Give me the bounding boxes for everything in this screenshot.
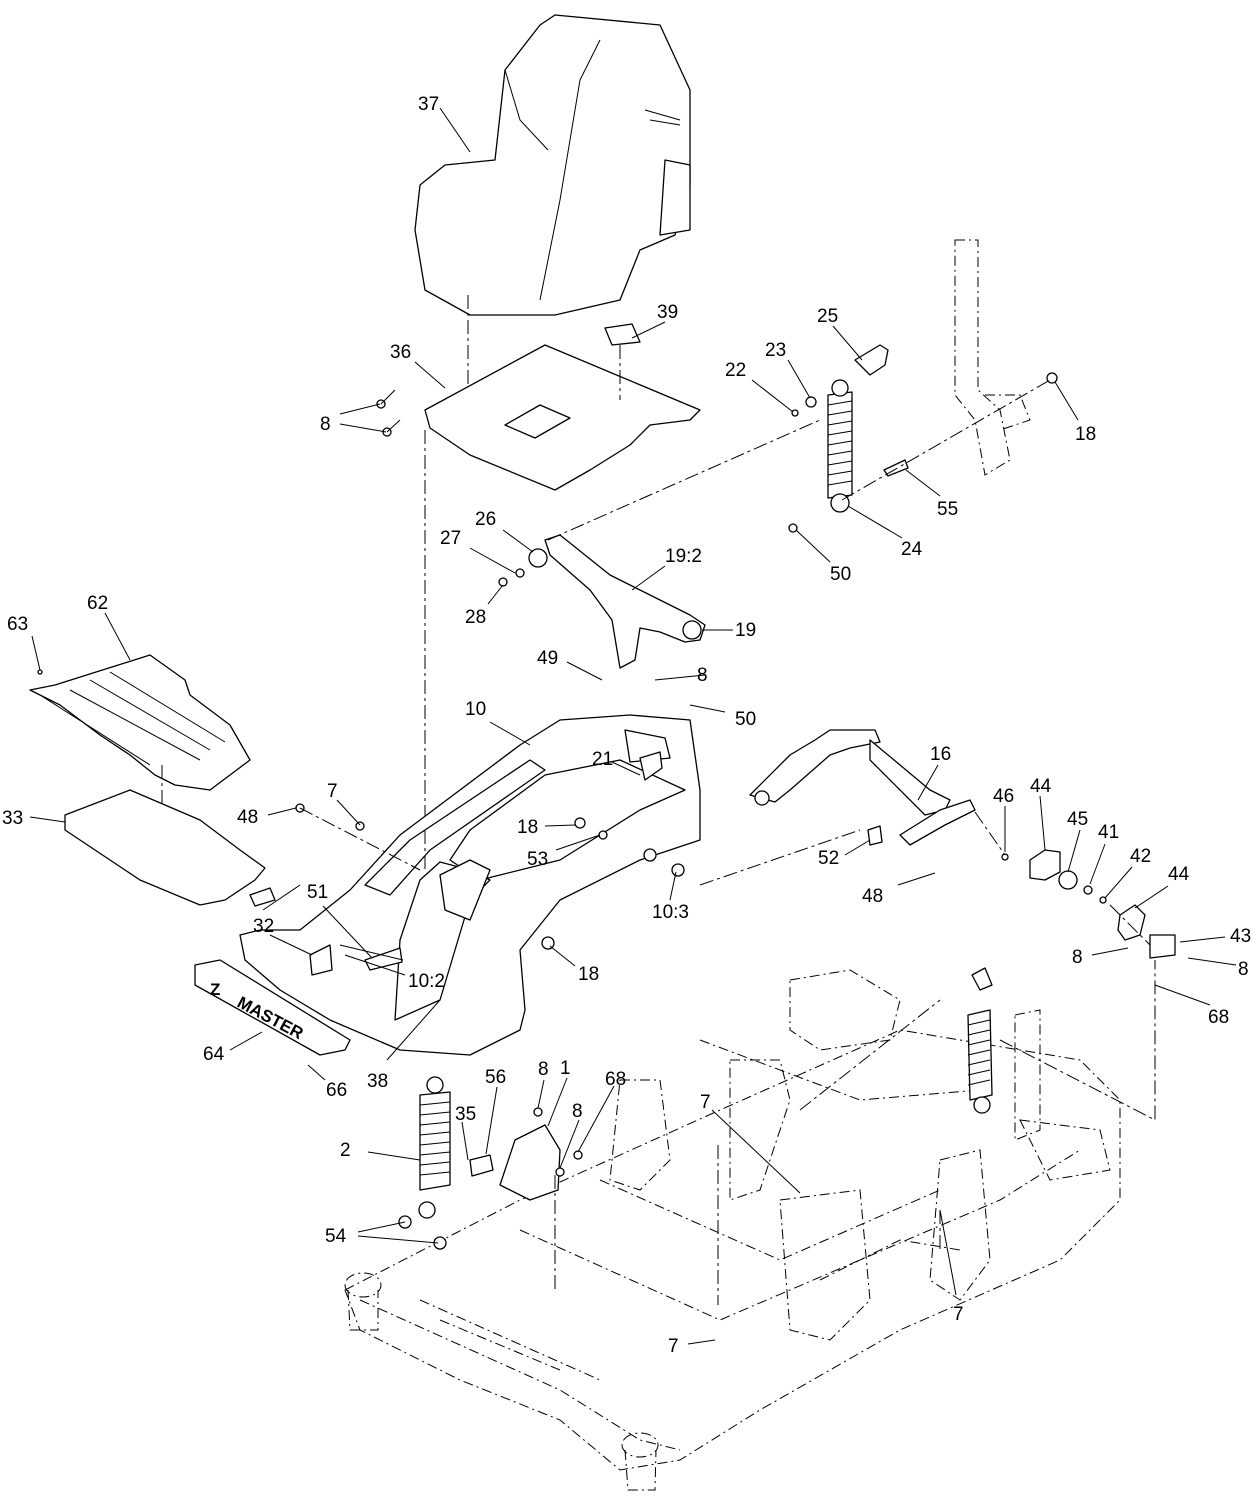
callout-10-2: 10:2: [408, 971, 445, 992]
callout-37: 37: [418, 94, 439, 115]
callout-labels: 37 39 36 8 25 23 22 18 55 24 50 26 27 19…: [2, 94, 1251, 1357]
callout-8: 8: [538, 1059, 549, 1080]
callout-24: 24: [901, 539, 923, 560]
callout-2: 2: [340, 1140, 351, 1161]
callout-56: 56: [485, 1067, 506, 1088]
seat-shock-absorber: [788, 344, 909, 533]
callout-48: 48: [862, 886, 883, 907]
callout-7: 7: [327, 781, 338, 802]
callout-41: 41: [1098, 822, 1119, 843]
callout-21: 21: [592, 749, 613, 770]
lever-pivot-hardware: [1001, 849, 1176, 959]
shock-mount-bracket: [469, 1107, 583, 1201]
callout-43: 43: [1230, 926, 1251, 947]
callout-44: 44: [1030, 776, 1052, 797]
main-frame-ghost: [344, 969, 1121, 1491]
callout-33: 33: [2, 808, 23, 829]
callout-10-3: 10:3: [652, 902, 689, 923]
callout-66: 66: [326, 1080, 347, 1101]
callout-18: 18: [1075, 424, 1096, 445]
callout-1: 1: [560, 1058, 571, 1079]
callout-63: 63: [7, 614, 28, 635]
callout-45: 45: [1067, 809, 1088, 830]
callout-19-2: 19:2: [665, 546, 702, 567]
control-lever-assembly: [749, 729, 976, 846]
callout-38: 38: [367, 1071, 388, 1092]
callout-50: 50: [735, 709, 756, 730]
callout-23: 23: [765, 340, 786, 361]
leader-lines: [29, 107, 1237, 1345]
callout-19: 19: [735, 620, 756, 641]
callout-44: 44: [1168, 864, 1190, 885]
callout-51: 51: [307, 882, 328, 903]
callout-52: 52: [818, 848, 839, 869]
callout-10: 10: [465, 699, 486, 720]
logo-letter: Z: [210, 980, 220, 999]
callout-62: 62: [87, 593, 108, 614]
callout-50: 50: [830, 564, 851, 585]
callout-42: 42: [1130, 846, 1151, 867]
right-shock-ghost: [967, 967, 993, 1114]
callout-26: 26: [475, 509, 496, 530]
callout-8: 8: [1072, 947, 1083, 968]
callout-18: 18: [578, 964, 599, 985]
left-shock-absorber: [398, 1076, 451, 1250]
callout-32: 32: [253, 916, 274, 937]
seat: [414, 14, 691, 316]
callout-49: 49: [537, 648, 558, 669]
callout-18: 18: [517, 817, 538, 838]
floor-mat: [29, 654, 251, 791]
callout-16: 16: [930, 744, 951, 765]
callout-48: 48: [237, 807, 258, 828]
callout-46: 46: [993, 786, 1014, 807]
seat-suspension-arm: [498, 534, 706, 669]
callout-39: 39: [657, 302, 678, 323]
callout-36: 36: [390, 342, 411, 363]
callout-54: 54: [325, 1226, 347, 1247]
callout-7: 7: [953, 1304, 964, 1325]
seat-mounting-plate: [424, 323, 701, 491]
callout-7: 7: [668, 1336, 679, 1357]
callout-35: 35: [455, 1104, 476, 1125]
callout-28: 28: [465, 607, 486, 628]
callout-55: 55: [937, 499, 958, 520]
floor-pan-plate: [64, 789, 276, 907]
callout-53: 53: [527, 849, 548, 870]
callout-8: 8: [697, 665, 708, 686]
callout-64: 64: [203, 1044, 225, 1065]
callout-8: 8: [1238, 959, 1249, 980]
callout-7: 7: [700, 1092, 711, 1113]
operator-platform: [239, 714, 701, 1056]
callout-8: 8: [572, 1101, 583, 1122]
callout-8: 8: [320, 414, 331, 435]
callout-68: 68: [605, 1069, 626, 1090]
callout-68: 68: [1208, 1007, 1229, 1028]
callout-27: 27: [440, 528, 461, 549]
callout-22: 22: [725, 360, 746, 381]
callout-25: 25: [817, 306, 838, 327]
